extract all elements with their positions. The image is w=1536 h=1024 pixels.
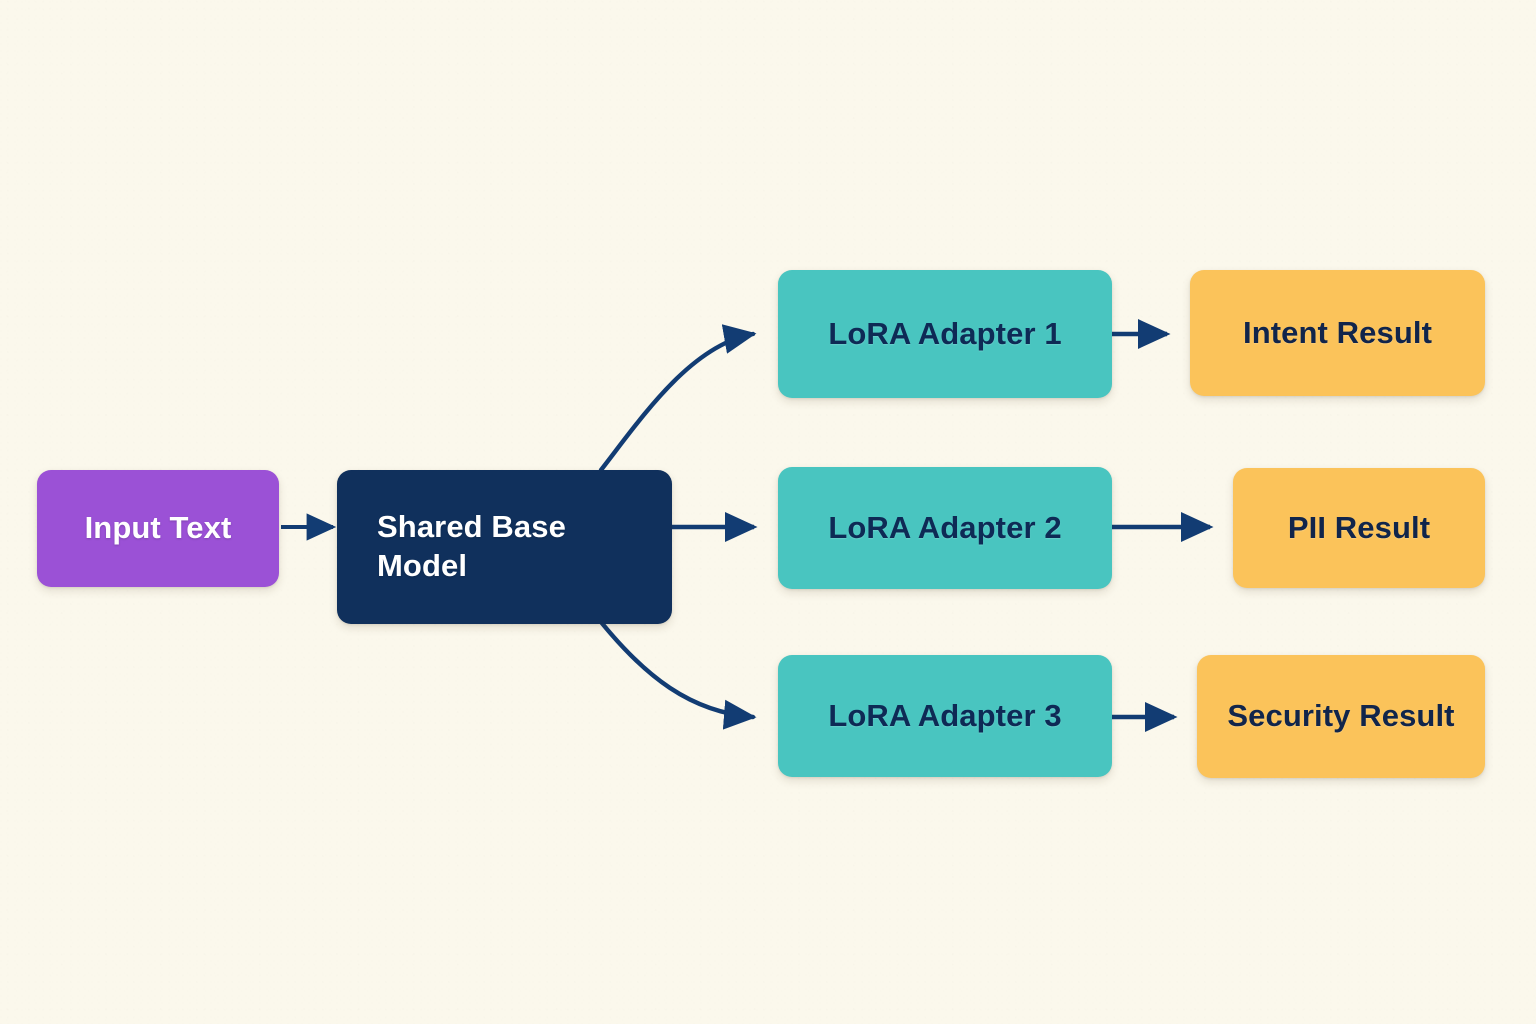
node-lora-adapter-2-label: LoRA Adapter 2 bbox=[828, 509, 1062, 545]
node-security-result[interactable]: Security Result bbox=[1197, 655, 1485, 778]
node-input-text-label: Input Text bbox=[84, 510, 232, 546]
node-shared-base-model-line-1: Shared Base bbox=[377, 509, 566, 545]
node-pii-result-label: PII Result bbox=[1287, 509, 1431, 545]
node-shared-base-model[interactable]: Shared Base Model bbox=[337, 470, 672, 624]
node-lora-adapter-3-label: LoRA Adapter 3 bbox=[828, 697, 1062, 733]
node-lora-adapter-3[interactable]: LoRA Adapter 3 bbox=[778, 655, 1112, 777]
edge-base-to-adapter-3 bbox=[598, 619, 757, 730]
node-pii-result[interactable]: PII Result bbox=[1233, 468, 1485, 588]
node-security-result-label: Security Result bbox=[1227, 698, 1455, 734]
edge-base-to-adapter-1 bbox=[598, 324, 757, 473]
node-shared-base-model-label: Shared Base Model bbox=[377, 508, 648, 586]
node-input-text[interactable]: Input Text bbox=[37, 470, 279, 587]
node-lora-adapter-1-label: LoRA Adapter 1 bbox=[828, 315, 1062, 351]
node-lora-adapter-1[interactable]: LoRA Adapter 1 bbox=[778, 270, 1112, 398]
node-intent-result-label: Intent Result bbox=[1242, 314, 1433, 350]
node-intent-result[interactable]: Intent Result bbox=[1190, 270, 1485, 396]
node-shared-base-model-line-2: Model bbox=[377, 548, 468, 583]
node-lora-adapter-2[interactable]: LoRA Adapter 2 bbox=[778, 467, 1112, 589]
